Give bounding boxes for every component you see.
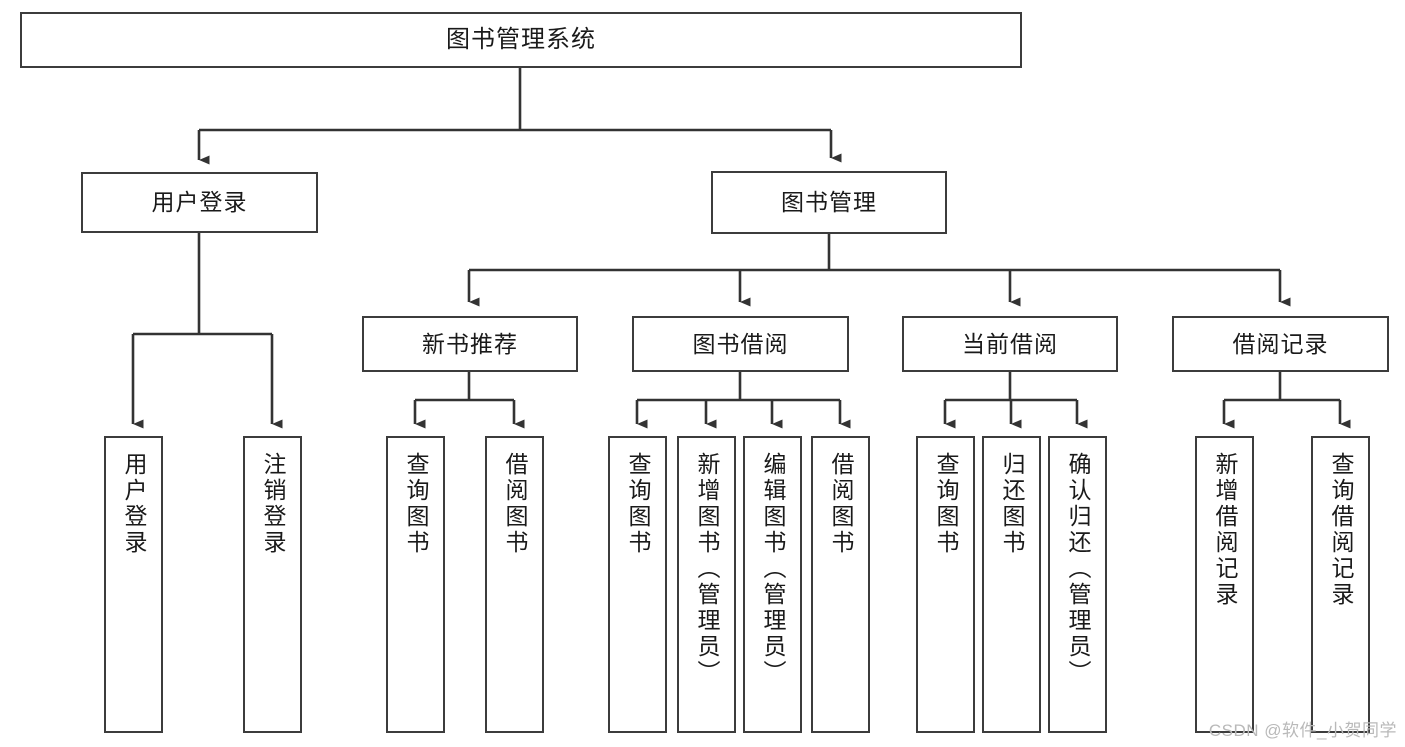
node-label: 新增借阅记录 — [1212, 452, 1238, 608]
node-root-book-management-system[interactable]: 图书管理系统 — [20, 12, 1022, 68]
node-label: 新书推荐 — [422, 330, 518, 357]
leaf-return-book[interactable]: 归还图书 — [982, 436, 1041, 733]
node-label: 图书管理系统 — [446, 26, 596, 53]
leaf-borrow-book[interactable]: 借阅图书 — [811, 436, 870, 733]
node-label: 图书借阅 — [692, 330, 789, 357]
node-current-borrow[interactable]: 当前借阅 — [902, 316, 1118, 372]
node-borrow-record[interactable]: 借阅记录 — [1172, 316, 1389, 372]
leaf-query-book-borrow[interactable]: 查询图书 — [608, 436, 667, 733]
node-label: 查询图书 — [625, 452, 651, 556]
leaf-query-borrow-record[interactable]: 查询借阅记录 — [1311, 436, 1370, 733]
node-new-book-recommend[interactable]: 新书推荐 — [362, 316, 578, 372]
node-label: 编辑图书（管理员） — [760, 452, 786, 686]
node-label: 借阅记录 — [1232, 330, 1329, 357]
node-label: 归还图书 — [999, 452, 1025, 556]
node-label: 图书管理 — [781, 189, 877, 216]
leaf-add-borrow-record[interactable]: 新增借阅记录 — [1195, 436, 1254, 733]
leaf-query-book-recommend[interactable]: 查询图书 — [386, 436, 445, 733]
leaf-borrow-book-recommend[interactable]: 借阅图书 — [485, 436, 544, 733]
node-label: 借阅图书 — [828, 452, 854, 556]
node-label: 当前借阅 — [962, 330, 1058, 357]
node-label: 用户登录 — [121, 452, 147, 556]
node-label: 用户登录 — [151, 189, 248, 216]
node-label: 借阅图书 — [502, 452, 528, 556]
node-label: 查询借阅记录 — [1328, 452, 1354, 608]
leaf-query-book-current[interactable]: 查询图书 — [916, 436, 975, 733]
leaf-logout[interactable]: 注销登录 — [243, 436, 302, 733]
leaf-confirm-return-admin[interactable]: 确认归还（管理员） — [1048, 436, 1107, 733]
node-book-management[interactable]: 图书管理 — [711, 171, 947, 234]
node-label: 注销登录 — [260, 452, 286, 556]
node-label: 新增图书（管理员） — [694, 452, 720, 686]
node-book-borrow[interactable]: 图书借阅 — [632, 316, 849, 372]
leaf-edit-book-admin[interactable]: 编辑图书（管理员） — [743, 436, 802, 733]
node-label: 确认归还（管理员） — [1065, 452, 1091, 686]
node-label: 查询图书 — [933, 452, 959, 556]
node-user-login[interactable]: 用户登录 — [81, 172, 318, 233]
leaf-user-login[interactable]: 用户登录 — [104, 436, 163, 733]
leaf-add-book-admin[interactable]: 新增图书（管理员） — [677, 436, 736, 733]
node-label: 查询图书 — [403, 452, 429, 556]
